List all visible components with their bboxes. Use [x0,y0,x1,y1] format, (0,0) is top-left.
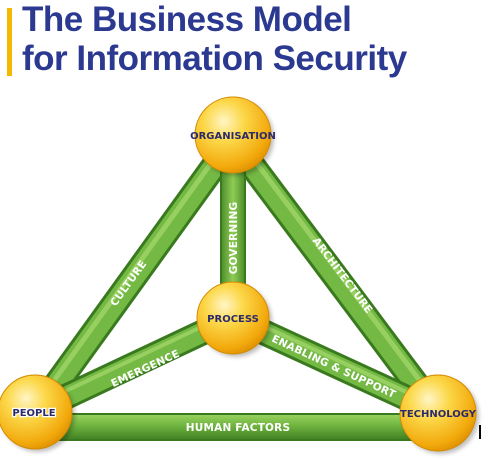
node-process-label: PROCESS [207,314,259,325]
label-governing: GOVERNING [228,202,240,275]
title-accent-bar [7,8,12,76]
node-people: PEOPLE [0,374,75,452]
page-title: The Business Model for Information Secur… [22,0,407,78]
node-technology: TECHNOLOGY [399,374,479,454]
node-process: PROCESS [196,281,272,357]
beam-culture [24,126,247,424]
beam-architecture [219,126,451,426]
node-people-label: PEOPLE [12,408,55,419]
node-technology-label: TECHNOLOGY [400,409,477,420]
title-line-1: The Business Model [22,0,352,39]
node-organisation: ORGANISATION [190,96,276,176]
label-human-factors: HUMAN FACTORS [186,422,290,434]
edge-mark [479,425,481,439]
title-line-2: for Information Security [22,39,407,78]
node-organisation-label: ORGANISATION [190,131,276,142]
